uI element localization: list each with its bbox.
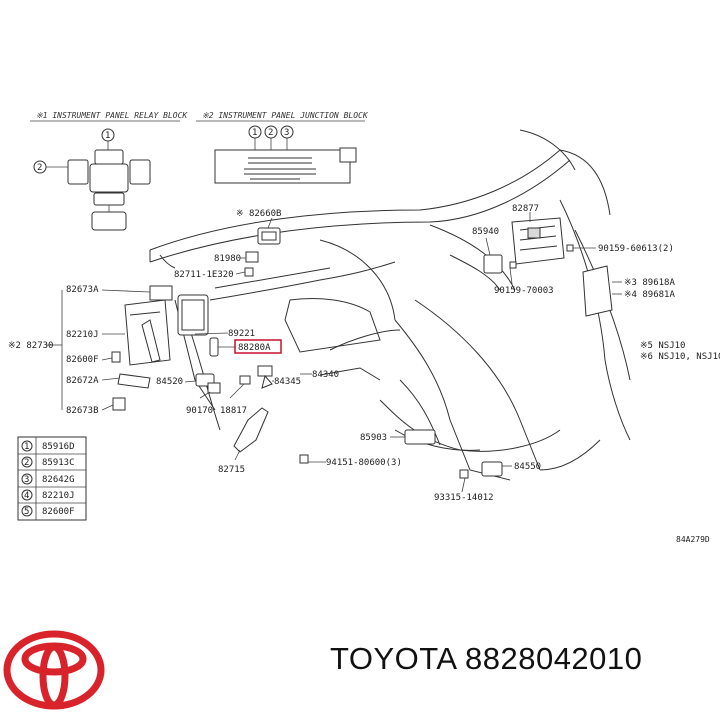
legend-num: 4: [24, 491, 29, 501]
label-90170: 90170: [186, 406, 213, 416]
label-85903: 85903: [360, 433, 387, 443]
brand-part-number: TOYOTA 8828042010: [330, 641, 643, 676]
label-82660B: ※ 82660B: [236, 209, 281, 219]
svg-text:2: 2: [268, 128, 273, 138]
label-84520: 84520: [156, 377, 183, 387]
junction-block-header: ※2 INSTRUMENT PANEL JUNCTION BLOCK: [202, 111, 369, 120]
legend-num: 2: [24, 458, 29, 468]
part-labels: ※ 82660B 81980 82711-1E320 82673A ※2 827…: [8, 204, 720, 503]
callout-2: 2: [37, 163, 42, 173]
legend-part: 82600F: [42, 507, 75, 517]
label-90159b: 90159-70003: [494, 286, 554, 296]
label-94151: 94151-80600(3): [326, 458, 402, 468]
relay-block-header: ※1 INSTRUMENT PANEL RELAY BLOCK: [36, 111, 188, 120]
legend-num: 5: [24, 507, 29, 517]
label-82673A: 82673A: [66, 285, 99, 295]
label-89681A: ※4 89681A: [624, 290, 675, 300]
diagram-code: 84A279D: [676, 535, 710, 544]
label-81980: 81980: [214, 254, 241, 264]
junction-block-detail: 1 2 3: [214, 125, 357, 184]
label-82600F: 82600F: [66, 355, 99, 365]
label-82877: 82877: [512, 204, 539, 214]
leader-lines: [46, 212, 622, 493]
legend-part: 85913C: [42, 458, 75, 468]
callout-1: 1: [105, 131, 110, 141]
label-84340: 84340: [312, 370, 339, 380]
label-82730: ※2 82730: [8, 341, 53, 351]
legend-part: 82210J: [42, 491, 75, 501]
label-82711: 82711-1E320: [174, 270, 234, 280]
svg-text:1: 1: [252, 128, 257, 138]
label-82715: 82715: [218, 465, 245, 475]
label-85940: 85940: [472, 227, 499, 237]
label-89221: 89221: [228, 329, 255, 339]
legend-part: 82642G: [42, 475, 75, 485]
legend-num: 3: [24, 475, 29, 485]
note-1: ※5 NSJ10: [640, 341, 685, 351]
label-82673B: 82673B: [66, 406, 99, 416]
label-89618A: ※3 89618A: [624, 278, 675, 288]
label-88280A: 88280A: [238, 343, 271, 353]
dashboard-outline: [149, 129, 631, 481]
label-82210J: 82210J: [66, 330, 99, 340]
svg-text:3: 3: [284, 128, 289, 138]
label-18817: 18817: [220, 406, 247, 416]
relay-block-detail: 1 2: [33, 128, 151, 231]
note-2: ※6 NSJ10, NSJ10: [640, 352, 720, 362]
component-shapes: [111, 217, 613, 479]
legend-part: 85916D: [42, 442, 75, 452]
label-90159a: 90159-60613(2): [598, 244, 674, 254]
toyota-logo: [3, 630, 105, 710]
highlight-box: [234, 339, 282, 354]
label-84550: 84550: [514, 462, 541, 472]
label-84345: 84345: [274, 377, 301, 387]
legend-num: 1: [24, 442, 29, 452]
label-82672A: 82672A: [66, 376, 99, 386]
legend-table: 1 85916D 2 85913C 3 82642G 4 82210J 5 82…: [17, 436, 87, 521]
label-93315: 93315-14012: [434, 493, 494, 503]
